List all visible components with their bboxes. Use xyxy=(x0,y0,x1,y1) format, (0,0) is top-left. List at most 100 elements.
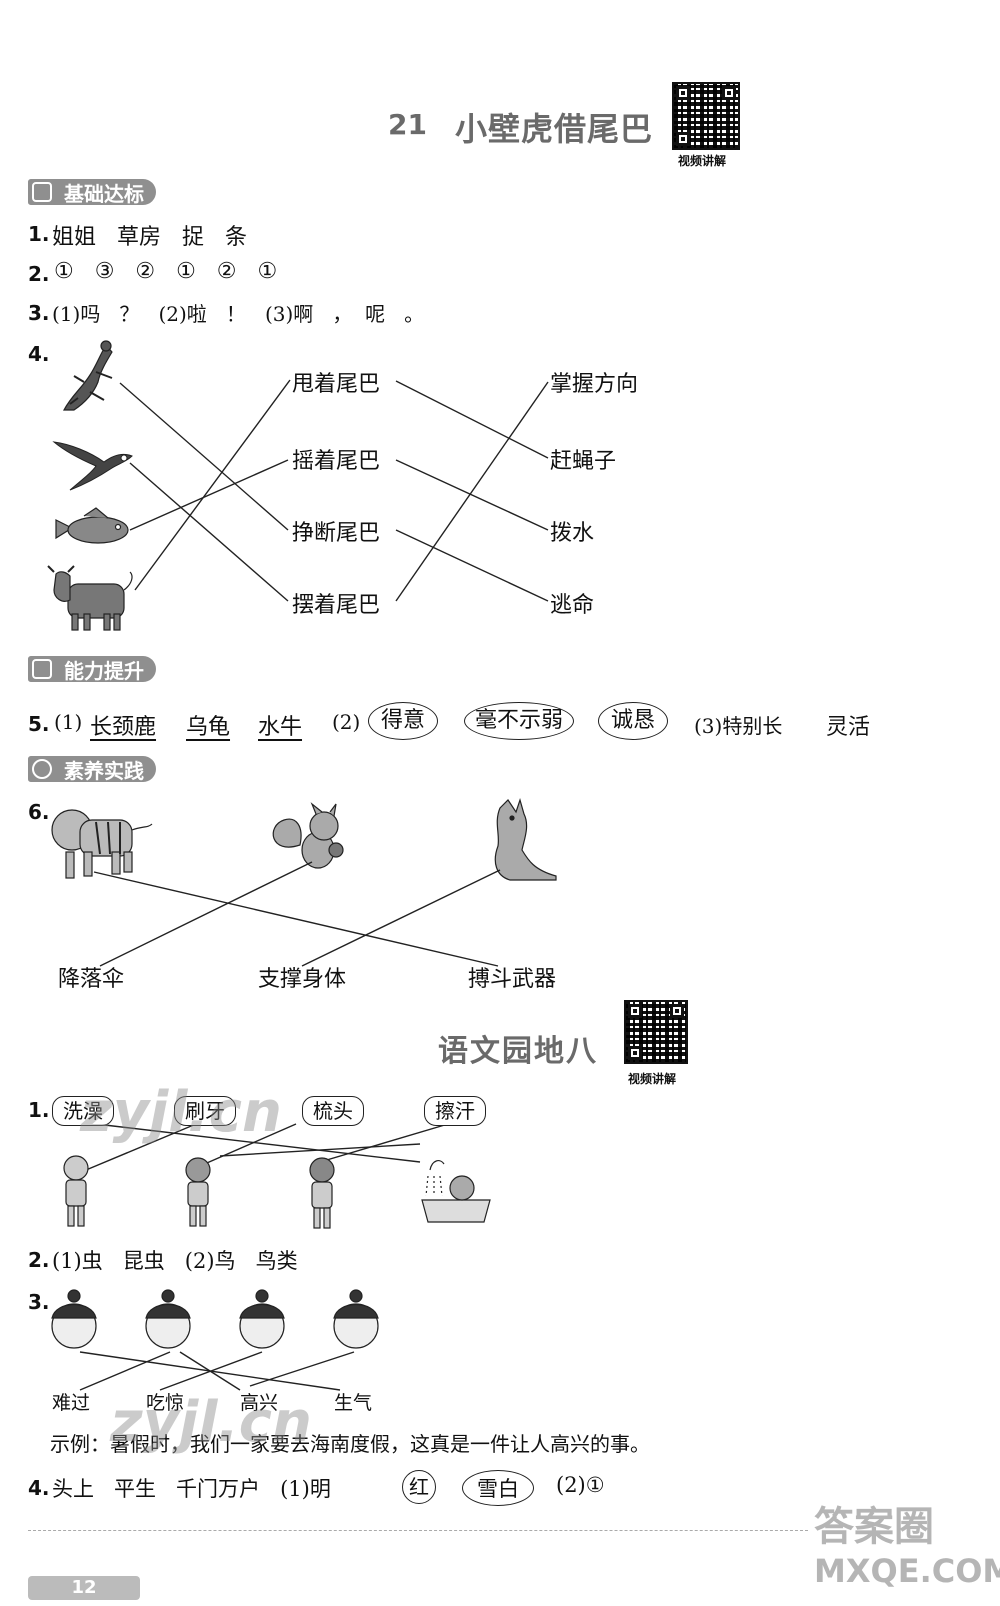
g4-number: 4. xyxy=(28,1476,50,1500)
q6-label: 支撑身体 xyxy=(258,967,347,992)
ox-icon xyxy=(47,565,133,631)
g4-circled-word: 红 xyxy=(402,1470,436,1504)
girl-combing-icon xyxy=(63,1155,89,1227)
q4-line xyxy=(395,381,549,602)
child-bathing-icon xyxy=(421,1160,491,1223)
g2-answer: (1)虫 昆虫 (2)鸟 鸟类 xyxy=(52,1249,298,1273)
girl-wiping-icon xyxy=(309,1157,335,1229)
q3-answer: (1)吗 ？ (2)啦 ！ (3)啊 ， 呢 。 xyxy=(52,302,425,326)
q4-line xyxy=(119,382,289,531)
q6-matching-diagram xyxy=(51,797,557,967)
g1-tag: 刷牙 xyxy=(174,1096,236,1126)
qr-caption: 视频讲解 xyxy=(678,154,727,168)
q5-underlined-word: 水牛 xyxy=(258,715,303,740)
g3-line xyxy=(79,1351,171,1391)
q4-line xyxy=(395,459,549,531)
q2-number: 2. xyxy=(28,262,50,286)
watermark: zyjl.cn xyxy=(80,1080,282,1145)
q1-answer: 姐姐 草房 捉 条 xyxy=(52,225,247,250)
g1-tag: 擦汗 xyxy=(424,1096,486,1126)
q6-label: 降落伞 xyxy=(58,967,125,992)
lightbulb-icon xyxy=(32,759,52,779)
q4-right-item: 赶蝇子 xyxy=(550,449,617,474)
q4-matching-diagram xyxy=(47,340,549,631)
q5-circled-word: 诚恳 xyxy=(598,702,668,740)
tiger-icon xyxy=(51,809,153,879)
g3-example: 示例：暑假时，我们一家要去海南度假，这真是一件让人高兴的事。 xyxy=(50,1432,650,1456)
face-icon xyxy=(333,1289,379,1349)
q4-right-item: 掌握方向 xyxy=(550,372,639,397)
section-practice: 素养实践 xyxy=(28,756,156,783)
watermark: MXQE.COM xyxy=(814,1552,1000,1590)
g1-line xyxy=(219,1143,421,1157)
watermark: zyjl.cn xyxy=(110,1390,312,1455)
section-basic-label: 基础达标 xyxy=(64,182,144,206)
g1-line xyxy=(85,1123,197,1171)
q4-line xyxy=(395,380,549,459)
gecko-icon xyxy=(62,340,113,411)
q6-number: 6. xyxy=(28,800,50,824)
section-ability: 能力提升 xyxy=(28,656,156,683)
g1-matching-diagram xyxy=(63,1123,491,1229)
g3-line xyxy=(249,1351,355,1387)
g3-number: 3. xyxy=(28,1290,50,1314)
q5-number: 5. xyxy=(28,712,50,736)
q5-underlined-word: 长颈鹿 xyxy=(90,715,157,740)
face-icon xyxy=(239,1289,285,1349)
q4-line xyxy=(129,459,289,531)
kangaroo-icon xyxy=(494,797,557,881)
lesson-number: 21 xyxy=(388,108,427,141)
section-ability-label: 能力提升 xyxy=(64,659,144,683)
lesson-title: 小壁虎借尾巴 xyxy=(455,110,654,148)
footer-rule xyxy=(28,1530,808,1531)
g1-line xyxy=(95,1123,421,1163)
q5-underlined-word: 乌龟 xyxy=(186,715,231,740)
q4-line xyxy=(129,462,289,602)
q6-line xyxy=(93,871,499,967)
q5-circled-word: 毫不示弱 xyxy=(464,702,574,740)
q5-part1-label: (1) xyxy=(54,710,83,734)
q3-number: 3. xyxy=(28,301,50,325)
section-practice-label: 素养实践 xyxy=(64,759,144,783)
document-icon xyxy=(32,182,52,202)
qr-caption: 视频讲解 xyxy=(628,1072,677,1086)
q4-middle-item: 摇着尾巴 xyxy=(292,449,381,474)
q6-line xyxy=(301,869,501,967)
g1-tag: 洗澡 xyxy=(52,1096,114,1126)
q2-answer: ① ③ ② ① ② ① xyxy=(54,259,278,284)
g1-line xyxy=(319,1123,449,1163)
g4-answer: 头上 平生 千门万户 (1)明 xyxy=(52,1477,331,1501)
page-number-badge: 12 xyxy=(28,1576,140,1600)
face-icon xyxy=(145,1289,191,1349)
g3-label: 吃惊 xyxy=(146,1392,185,1414)
book-icon xyxy=(32,659,52,679)
fish-icon xyxy=(55,507,129,544)
g1-tag: 梳头 xyxy=(302,1096,364,1126)
q4-middle-item: 摆着尾巴 xyxy=(292,593,381,618)
boy-brushing-icon xyxy=(185,1157,211,1227)
face-icon xyxy=(51,1289,97,1349)
page-number: 12 xyxy=(71,1577,97,1598)
qr-code-icon[interactable] xyxy=(624,1000,688,1064)
q4-number: 4. xyxy=(28,342,50,366)
q4-line xyxy=(134,379,291,591)
g3-label: 高兴 xyxy=(240,1392,279,1414)
watermark: 答案圈 xyxy=(814,1504,934,1550)
g4-answer-2: (2)① xyxy=(556,1473,605,1497)
q4-middle-item: 甩着尾巴 xyxy=(292,372,381,397)
q4-right-item: 逃命 xyxy=(550,593,595,618)
q5-part3: (3)特别长 xyxy=(694,714,783,738)
section-basic: 基础达标 xyxy=(28,179,156,206)
g2-number: 2. xyxy=(28,1248,50,1272)
q6-line xyxy=(99,861,313,967)
qr-code-icon[interactable] xyxy=(672,82,740,150)
q5-part3-word: 灵活 xyxy=(826,715,871,740)
g3-label: 生气 xyxy=(334,1392,373,1414)
q4-right-item: 拨水 xyxy=(550,521,595,546)
g3-label: 难过 xyxy=(52,1392,91,1414)
g3-matching-diagram xyxy=(51,1289,379,1391)
g1-number: 1. xyxy=(28,1098,50,1122)
q5-circled-word: 得意 xyxy=(368,702,438,740)
q4-middle-item: 挣断尾巴 xyxy=(292,521,381,546)
g1-line xyxy=(199,1123,297,1167)
